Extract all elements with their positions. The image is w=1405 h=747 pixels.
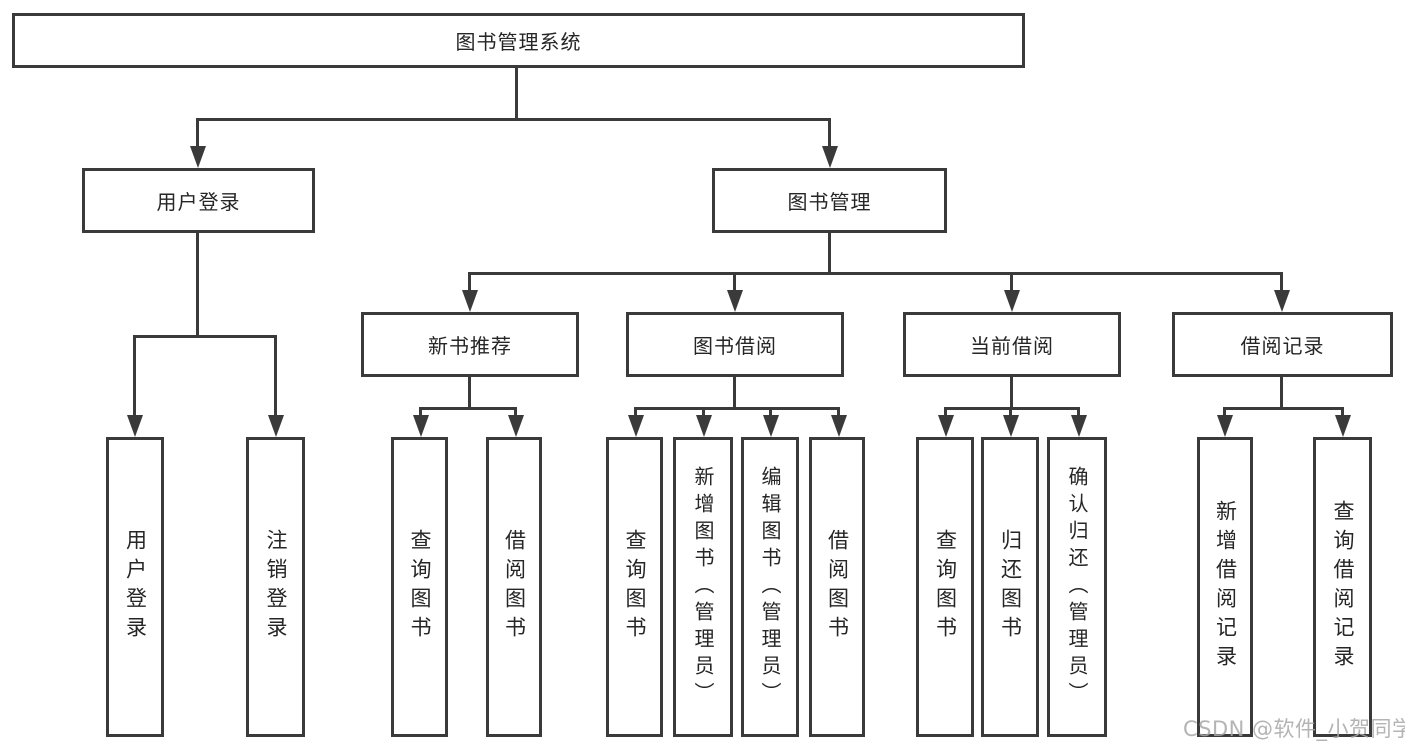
connector-cb-confirm-stem	[1077, 407, 1080, 417]
node-book-mgmt: 图书管理	[712, 168, 947, 233]
node-leaf-bb-add-label: 新增图书（管理员）	[691, 465, 715, 709]
node-leaf-bb-add: 新增图书（管理员）	[673, 437, 733, 737]
node-root: 图书管理系统	[12, 13, 1025, 68]
connector-bb-borrow-stem	[837, 407, 840, 417]
arrow-nb-borrow-icon	[508, 415, 524, 437]
arrow-new-rec-icon	[462, 290, 478, 312]
node-leaf-nb-borrow: 借阅图书	[486, 437, 542, 737]
node-leaf-bb-edit-label: 编辑图书（管理员）	[758, 465, 782, 709]
connector-user-login-drop	[196, 233, 199, 335]
arrow-cb-return-icon	[1003, 415, 1019, 437]
connector-nb-query-stem	[419, 407, 422, 417]
arrow-bb-query-icon	[628, 415, 644, 437]
arrow-book-mgmt-icon	[822, 146, 838, 168]
connector-records-bar	[1223, 407, 1344, 410]
arrow-logout-icon	[268, 415, 284, 437]
node-leaf-cb-return-label: 归还图书	[998, 529, 1023, 645]
arrow-borrowing-icon	[727, 290, 743, 312]
node-book-mgmt-label: 图书管理	[787, 190, 872, 214]
connector-level2-bar	[468, 272, 1283, 275]
node-leaf-logout-label: 注销登录	[264, 529, 288, 645]
node-root-label: 图书管理系统	[455, 30, 582, 54]
connector-new-rec-drop	[468, 377, 471, 408]
connector-login-stem	[133, 335, 136, 417]
connector-records-drop	[1280, 377, 1283, 408]
arrow-bb-add-icon	[696, 415, 712, 437]
node-leaf-cb-confirm-label: 确认归还（管理员）	[1065, 465, 1089, 709]
node-leaf-cb-query: 查询图书	[916, 437, 974, 737]
connector-book-mgmt-drop	[828, 233, 831, 272]
node-leaf-logout: 注销登录	[246, 437, 305, 737]
connector-user-login-bar	[133, 335, 277, 338]
connector-user-login-stem	[196, 118, 199, 148]
connector-current-stem	[1010, 272, 1013, 294]
node-leaf-login-label: 用户登录	[123, 529, 148, 645]
node-new-rec: 新书推荐	[361, 312, 579, 377]
arrow-cb-confirm-icon	[1071, 415, 1087, 437]
node-leaf-cb-query-label: 查询图书	[933, 529, 958, 645]
connector-level1-bar	[196, 118, 831, 121]
connector-new-rec-bar	[419, 407, 517, 410]
node-leaf-nb-borrow-label: 借阅图书	[502, 529, 527, 645]
node-leaf-bb-query: 查询图书	[606, 437, 663, 737]
connector-bb-query-stem	[634, 407, 637, 417]
node-leaf-nb-query: 查询图书	[391, 437, 448, 737]
node-leaf-bb-edit: 编辑图书（管理员）	[741, 437, 799, 737]
connector-records-stem	[1280, 272, 1283, 294]
node-leaf-nb-query-label: 查询图书	[408, 529, 432, 645]
node-user-login-label: 用户登录	[156, 190, 241, 214]
connector-bb-edit-stem	[769, 407, 772, 417]
connector-bb-add-stem	[702, 407, 705, 417]
connector-new-rec-stem	[468, 272, 471, 294]
connector-borrowing-bar	[634, 407, 840, 410]
connector-cb-query-stem	[944, 407, 947, 417]
node-records-label: 借阅记录	[1240, 334, 1325, 358]
arrow-cb-query-icon	[938, 415, 954, 437]
node-leaf-br-query: 查询借阅记录	[1313, 437, 1372, 737]
arrow-user-login-icon	[190, 146, 206, 168]
node-leaf-bb-query-label: 查询图书	[623, 529, 647, 645]
arrow-bb-borrow-icon	[831, 415, 847, 437]
connector-borrowing-stem	[733, 272, 736, 294]
node-current-label: 当前借阅	[970, 334, 1054, 358]
arrow-login-icon	[127, 415, 143, 437]
node-borrowing-label: 图书借阅	[693, 334, 777, 358]
node-leaf-bb-borrow: 借阅图书	[809, 437, 865, 737]
connector-root-drop	[515, 68, 518, 118]
connector-book-mgmt-stem	[828, 118, 831, 148]
connector-br-query-stem	[1341, 407, 1344, 417]
arrow-bb-edit-icon	[763, 415, 779, 437]
node-leaf-br-add: 新增借阅记录	[1197, 437, 1253, 737]
node-records: 借阅记录	[1172, 312, 1393, 377]
arrow-records-icon	[1274, 290, 1290, 312]
node-leaf-br-add-label: 新增借阅记录	[1213, 500, 1238, 674]
arrow-current-icon	[1004, 290, 1020, 312]
connector-logout-stem	[274, 335, 277, 417]
node-user-login: 用户登录	[82, 168, 315, 233]
connector-br-add-stem	[1223, 407, 1226, 417]
connector-nb-borrow-stem	[514, 407, 517, 417]
node-leaf-cb-confirm: 确认归还（管理员）	[1047, 437, 1107, 737]
connector-current-drop	[1010, 377, 1013, 408]
arrow-br-add-icon	[1217, 415, 1233, 437]
arrow-nb-query-icon	[413, 415, 429, 437]
node-leaf-bb-borrow-label: 借阅图书	[825, 529, 850, 645]
connector-borrowing-drop	[733, 377, 736, 408]
connector-cb-return-stem	[1009, 407, 1012, 417]
connector-current-bar	[944, 407, 1080, 410]
node-leaf-login: 用户登录	[106, 437, 164, 737]
node-current: 当前借阅	[903, 312, 1121, 377]
node-borrowing: 图书借阅	[626, 312, 844, 377]
node-leaf-br-query-label: 查询借阅记录	[1331, 500, 1355, 674]
watermark: CSDN @软件_小贺同学	[1183, 717, 1405, 741]
arrow-br-query-icon	[1335, 415, 1351, 437]
node-new-rec-label: 新书推荐	[428, 334, 512, 358]
node-leaf-cb-return: 归还图书	[981, 437, 1039, 737]
